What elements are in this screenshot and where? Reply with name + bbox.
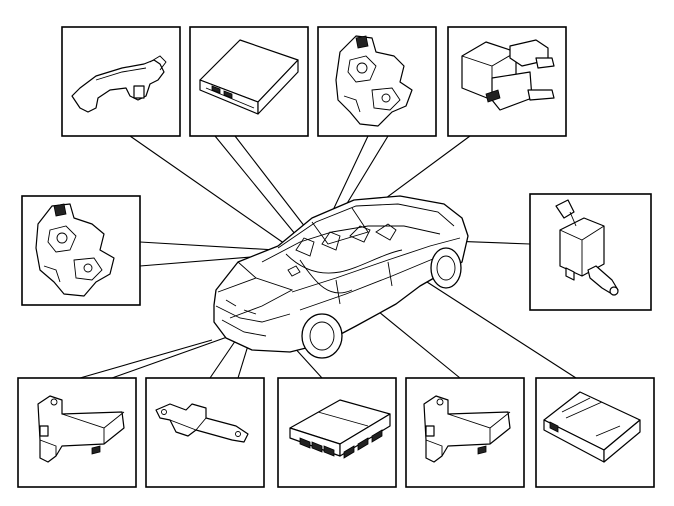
electronic-unit-component bbox=[535, 377, 655, 488]
lock-mechanism-left-component bbox=[21, 195, 141, 306]
electronic-unit-icon bbox=[543, 391, 641, 463]
lock-mechanism-icon bbox=[335, 35, 413, 127]
lock-mechanism-top-component bbox=[317, 26, 437, 137]
mounting-bracket-component bbox=[145, 377, 265, 488]
pedal-switch-component bbox=[529, 193, 652, 311]
door-handle-component bbox=[61, 26, 181, 137]
car-illustration bbox=[213, 195, 469, 359]
connector-module-component bbox=[277, 377, 397, 488]
connector-module-icon bbox=[289, 399, 391, 459]
lock-mechanism-icon bbox=[35, 203, 115, 297]
sensor-bracket-1-component bbox=[17, 377, 137, 488]
door-handle-icon bbox=[71, 55, 167, 113]
actuator-motor-icon bbox=[461, 39, 555, 111]
control-module-icon bbox=[199, 39, 299, 115]
sensor-bracket-icon bbox=[37, 395, 125, 463]
sensor-bracket-2-component bbox=[405, 377, 525, 488]
pedal-switch-icon bbox=[555, 199, 619, 296]
control-module-component bbox=[189, 26, 309, 137]
sensor-bracket-icon bbox=[423, 395, 511, 463]
mounting-bracket-icon bbox=[155, 403, 249, 443]
actuator-motor-component bbox=[447, 26, 567, 137]
